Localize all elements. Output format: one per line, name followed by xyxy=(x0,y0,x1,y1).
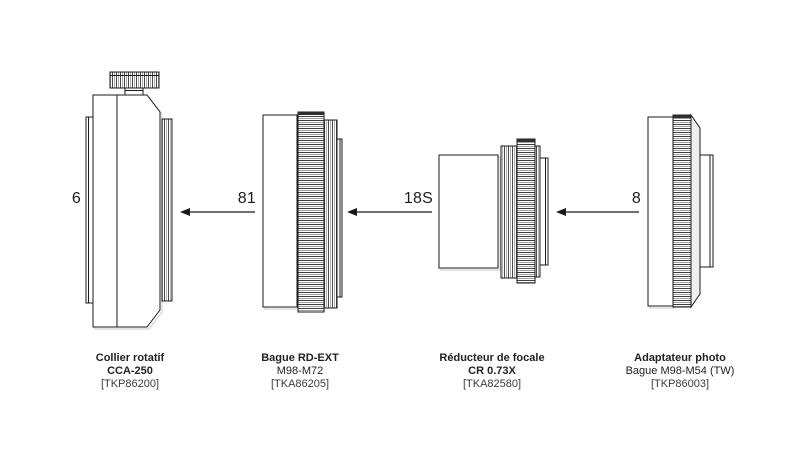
part-ref: [TKA86205] xyxy=(270,378,330,390)
thread-barrel xyxy=(500,145,518,279)
clamp-knob-icon xyxy=(109,71,160,89)
part-model: Bague M98-M54 (TW) xyxy=(625,365,735,377)
ring-number-collier: 6 xyxy=(71,190,81,207)
part-ref: [TKP86003] xyxy=(650,378,710,390)
part-name: Réducteur de focale xyxy=(439,352,545,364)
collar-thread-plate xyxy=(161,118,173,302)
part-model: CR 0.73X xyxy=(468,365,516,377)
arrow-left-icon xyxy=(347,208,432,216)
caption-reducteur-focale: Réducteur de focale CR 0.73X [TKA82580] xyxy=(397,352,587,391)
caption-collier-rotatif: Collier rotatif CCA-250 [TKP86200] xyxy=(35,352,225,391)
reducer-body xyxy=(438,154,499,269)
part-reducteur-focale xyxy=(438,138,549,284)
collar-body xyxy=(92,94,161,328)
adapter-body xyxy=(647,116,674,307)
knurl-grip xyxy=(516,138,536,284)
reducer-flange xyxy=(539,157,549,266)
part-bague-rd-ext xyxy=(262,111,343,313)
ring-number-bague: 81 xyxy=(237,190,256,207)
part-ref: [TKA82580] xyxy=(462,378,522,390)
adapter-flange xyxy=(699,154,714,268)
part-model: M98-M72 xyxy=(276,365,324,377)
part-ref: [TKP86200] xyxy=(100,378,160,390)
part-name: Adaptateur photo xyxy=(634,352,726,364)
caption-adaptateur-photo: Adaptateur photo Bague M98-M54 (TW) [TKP… xyxy=(585,352,775,391)
arrow-left-icon xyxy=(180,208,255,216)
part-adaptateur-photo xyxy=(647,113,714,309)
ring-body xyxy=(262,114,298,308)
arrow-left-icon xyxy=(556,208,639,216)
caption-bague-rd-ext: Bague RD-EXT M98-M72 [TKA86205] xyxy=(205,352,395,391)
collar-left-flange xyxy=(85,116,94,304)
ring-number-reducteur: 18S xyxy=(403,190,433,207)
knurl-side-face xyxy=(690,113,701,309)
knurl-side-face xyxy=(534,145,541,278)
part-name: Collier rotatif xyxy=(95,352,165,364)
part-name: Bague RD-EXT xyxy=(261,352,339,364)
part-collier-rotatif xyxy=(85,71,173,330)
knob-neck xyxy=(124,87,144,96)
knurl-grip xyxy=(297,111,325,313)
knurl-grip xyxy=(672,114,692,308)
part-model: CCA-250 xyxy=(107,365,153,377)
ring-number-adaptateur: 8 xyxy=(631,190,641,207)
thread-barrel xyxy=(323,119,338,309)
